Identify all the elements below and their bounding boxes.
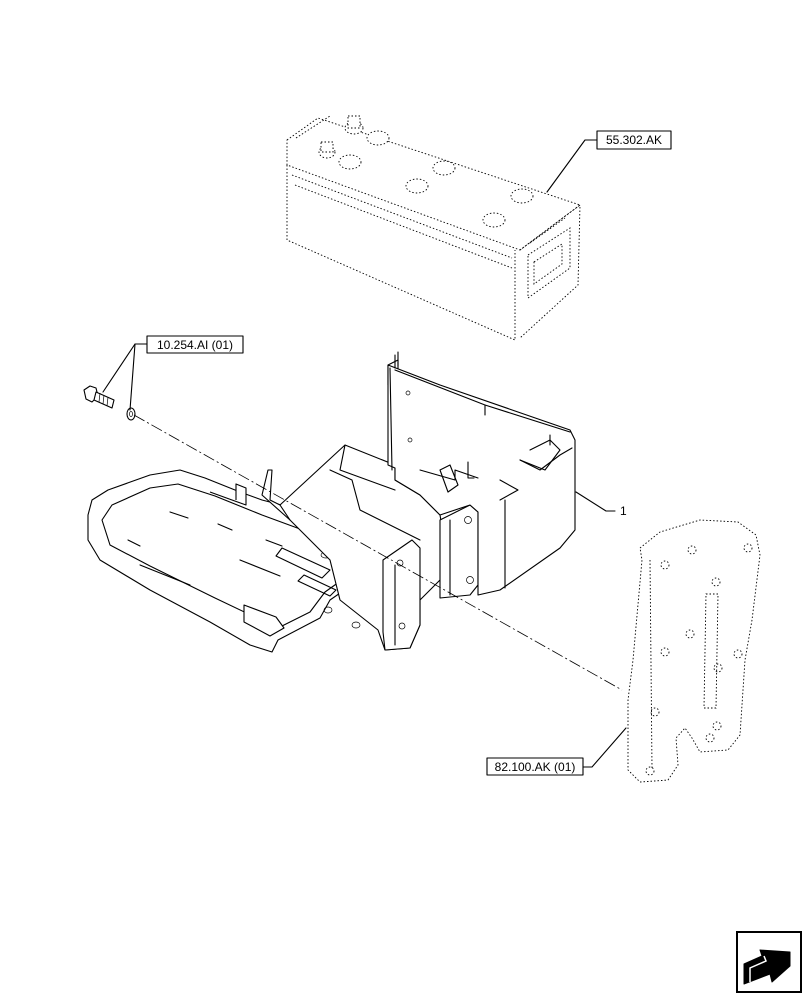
battery-drawing: [286, 115, 581, 341]
callout-battery[interactable]: 55.302.AK: [546, 130, 672, 193]
callout-support-label: 1: [620, 504, 627, 518]
callout-bolt-washer[interactable]: 10.254.AI (01): [102, 335, 244, 411]
next-page-arrow-icon[interactable]: [736, 931, 802, 993]
callout-plate[interactable]: 82.100.AK (01): [486, 727, 627, 776]
callout-plate-label: 82.100.AK (01): [495, 760, 576, 774]
assembly-centerline: [133, 414, 623, 691]
bolt-washer-drawing: [83, 385, 136, 421]
callout-support[interactable]: 1: [575, 491, 627, 518]
callout-battery-label: 55.302.AK: [606, 133, 662, 147]
mounting-plate-drawing: [627, 519, 761, 783]
callout-bolt-washer-label: 10.254.AI (01): [157, 338, 233, 352]
battery-support-drawing: [87, 351, 576, 653]
